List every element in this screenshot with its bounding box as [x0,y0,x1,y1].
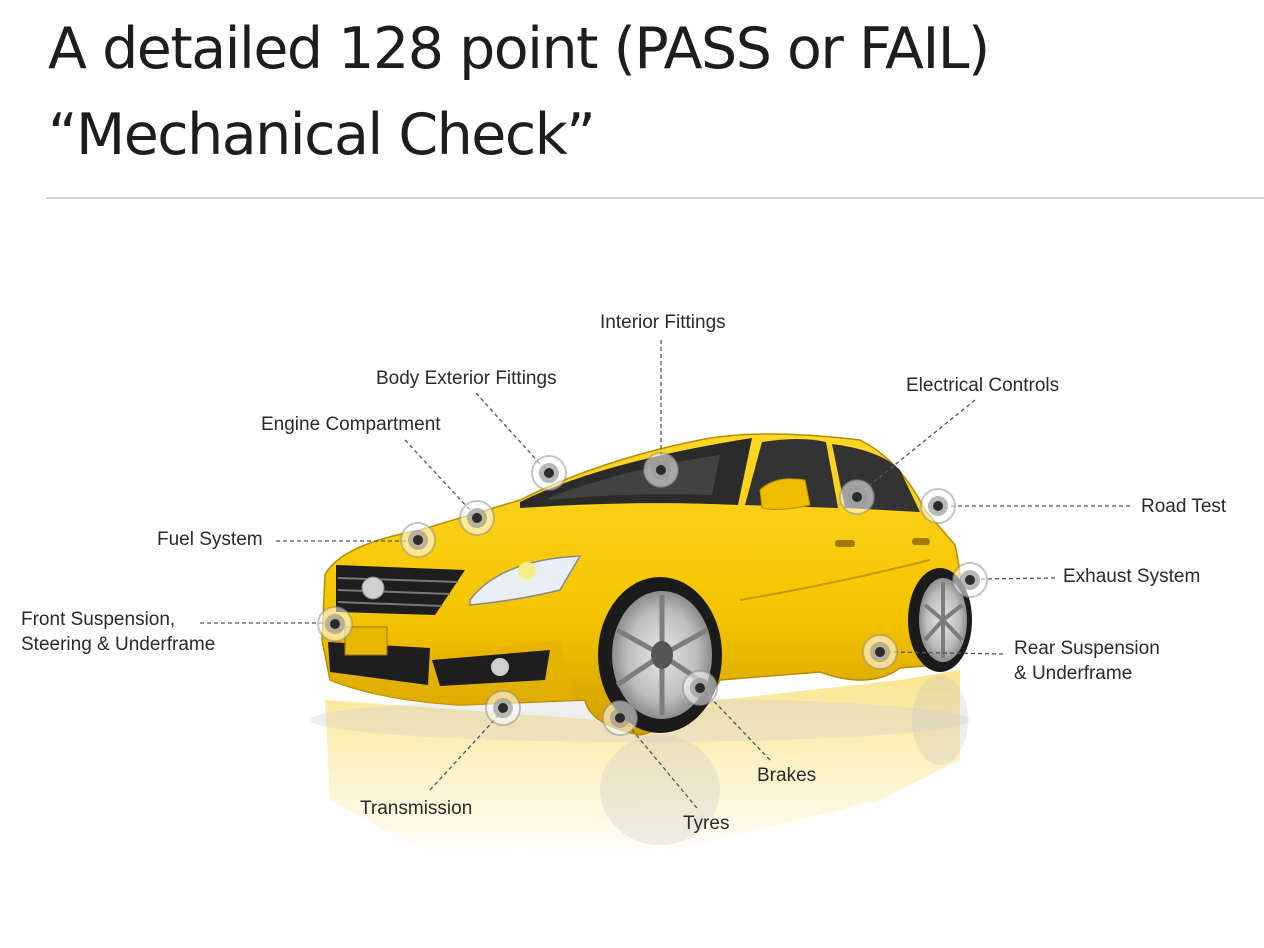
side-mirror [759,478,811,510]
label-transmission: Transmission [360,798,473,819]
marker-electrical-controls [839,479,875,515]
label-front-suspension-line1: Front Suspension, [21,609,176,630]
title-divider [46,197,1264,199]
leader-transmission [429,715,499,791]
title-line-1: A detailed 128 point (PASS or FAIL) [48,16,990,82]
marker-body-exterior-fittings [531,455,567,491]
leader-electrical-controls [864,399,976,490]
label-rear-suspension-line2: & Underframe [1014,663,1133,684]
plate [344,626,388,656]
label-engine-compartment: Engine Compartment [261,414,441,435]
leader-exhaust-system [979,577,1056,580]
door-handle-rear [912,538,930,545]
fog-light-housing [432,650,550,686]
page-title: A detailed 128 point (PASS or FAIL) “Mec… [48,6,990,178]
leader-lines [200,340,1130,809]
label-exhaust-system: Exhaust System [1063,566,1201,587]
marker-rear-suspension [862,634,898,670]
leader-tyres [627,724,698,809]
leader-rear-suspension [889,651,1004,655]
headlight [469,555,582,606]
marker-fuel-system [400,522,436,558]
marker-front-suspension [317,606,353,642]
label-front-suspension: Front Suspension, Steering & Underframe [21,607,215,657]
label-electrical-controls: Electrical Controls [906,375,1060,396]
label-rear-suspension-line1: Rear Suspension [1014,638,1160,659]
car-reflection [310,670,970,860]
headlight-lens [518,562,536,580]
label-front-suspension-line2: Steering & Underframe [21,634,216,655]
marker-tyres [602,700,638,736]
fog-light [491,658,509,676]
label-brakes: Brakes [757,765,817,786]
marker-brakes [682,670,718,706]
leader-brakes [707,694,771,761]
marker-engine-compartment [459,500,495,536]
check-point-markers [317,452,988,736]
front-grille [336,565,465,615]
marker-transmission [485,690,521,726]
label-interior-fittings: Interior Fittings [600,312,726,333]
marker-road-test [920,488,956,524]
label-body-exterior-fittings: Body Exterior Fittings [376,368,557,389]
leader-body-exterior-fittings [475,392,542,466]
marker-interior-fittings [643,452,679,488]
label-fuel-system: Fuel System [157,529,263,550]
door-handle-front [835,540,855,547]
leader-engine-compartment [404,439,471,511]
label-tyres: Tyres [683,813,730,834]
title-line-2: “Mechanical Check” [48,102,596,168]
label-road-test: Road Test [1141,496,1227,517]
rear-wheel [908,568,972,672]
label-rear-suspension: Rear Suspension & Underframe [1014,636,1160,686]
marker-exhaust-system [952,562,988,598]
